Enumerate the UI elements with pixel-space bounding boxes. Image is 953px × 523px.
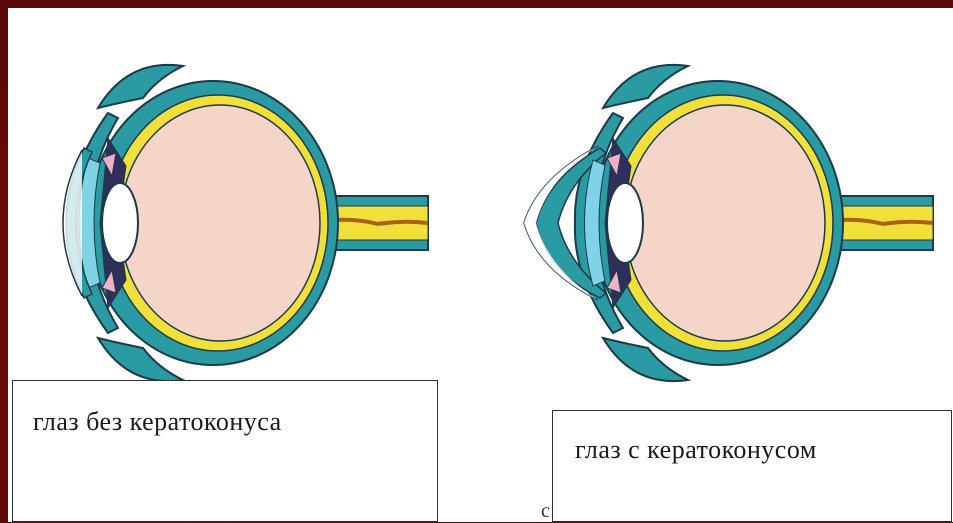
caption-box-keratoconus: глаз с кератоконусом bbox=[552, 410, 952, 522]
stray-text-fragment: с bbox=[541, 500, 550, 523]
eye-keratoconus-illustration bbox=[508, 48, 953, 398]
caption-box-normal: глаз без кератоконуса bbox=[12, 380, 438, 522]
caption-normal-eye: глаз без кератоконуса bbox=[33, 407, 282, 437]
slide-canvas: глаз без кератоконуса глаз с кератоконус… bbox=[8, 8, 953, 522]
eye-normal-illustration bbox=[8, 48, 448, 398]
caption-keratoconus-eye: глаз с кератоконусом bbox=[575, 435, 817, 465]
